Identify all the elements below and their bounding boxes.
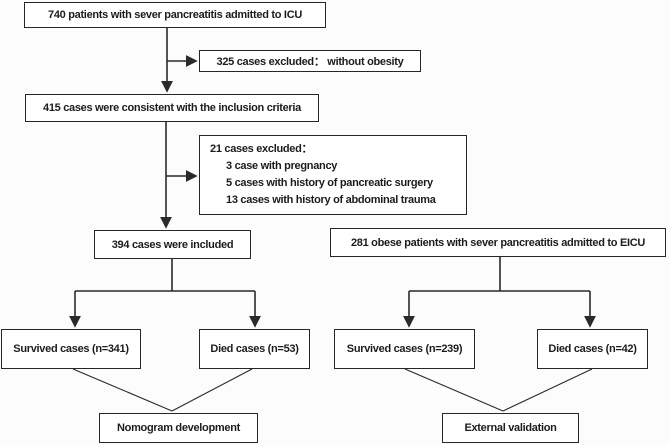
box-eicu-patients: 281 obese patients with sever pancreatit… [330,228,666,257]
box-survived-development: Survived cases (n=341) [1,329,141,369]
excluded-21-item: 3 case with pregnancy [226,160,338,172]
box-died-validation: Died cases (n=42) [537,329,648,369]
box-excluded-21: 21 cases excluded： 3 case with pregnancy… [199,135,467,215]
box-icu-patients: 740 patients with sever pancreatitis adm… [24,2,326,28]
box-included-394: 394 cases were included [94,230,251,259]
excluded-21-title: 21 cases excluded： [210,143,313,155]
excluded-21-item: 13 cases with history of abdominal traum… [226,194,436,206]
box-survived-validation: Survived cases (n=239) [334,329,475,369]
box-nomogram-development: Nomogram development [99,413,258,443]
box-external-validation: External validation [442,413,579,443]
excluded-21-item: 5 cases with history of pancreatic surge… [226,177,433,189]
box-died-development: Died cases (n=53) [199,329,310,369]
box-inclusion-criteria: 415 cases were consistent with the inclu… [25,94,319,122]
box-excluded-obesity: 325 cases excluded： without obesity [199,50,421,72]
